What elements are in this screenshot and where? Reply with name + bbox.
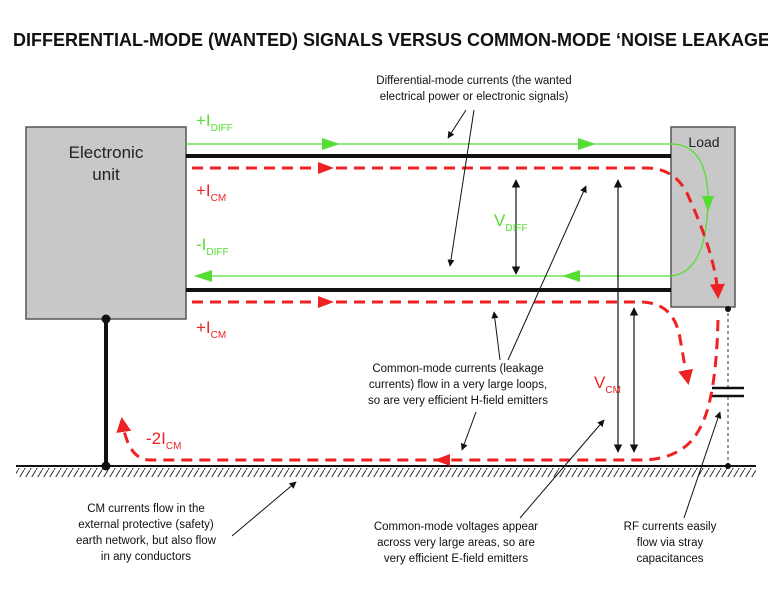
note-cmv-line2: across very large areas, so are — [377, 537, 535, 549]
note-cm-pointer-3 — [460, 411, 477, 451]
earth-hatching — [16, 468, 756, 477]
capacitance-node-top — [725, 306, 731, 312]
electronic-unit-box — [25, 126, 187, 320]
note-earth-pointer — [231, 481, 297, 537]
i-cm-bottom-label: +ICM — [196, 318, 226, 341]
diff-arrow-return-1 — [562, 270, 580, 282]
note-diff-line1: Differential-mode currents (the wanted — [376, 75, 571, 87]
i-cm-top-label: +ICM — [196, 181, 226, 204]
note-rf-line2: flow via stray — [637, 537, 704, 549]
diff-arrow-return-2 — [194, 270, 212, 282]
note-cm-line1: Common-mode currents (leakage — [372, 363, 543, 375]
note-diff-line2: electrical power or electronic signals) — [380, 91, 569, 103]
load-box — [670, 126, 736, 308]
note-earth-line4: in any conductors — [101, 551, 191, 563]
v-cm-label: VCM — [594, 373, 621, 396]
load-label: Load — [688, 134, 719, 150]
note-earth-line2: external protective (safety) — [78, 519, 214, 531]
cm-arrow-earth — [434, 454, 450, 466]
diff-arrow-forward-1 — [322, 138, 340, 150]
note-rf-line1: RF currents easily — [624, 521, 717, 533]
diagram-title: DIFFERENTIAL-MODE (WANTED) SIGNALS VERSU… — [13, 30, 768, 50]
earth-connection-node-top — [101, 314, 111, 324]
common-mode-current-loop — [116, 162, 725, 466]
note-diff-pointer-1 — [447, 109, 467, 139]
cm-arrow-bottom — [318, 296, 334, 308]
note-earth-line3: earth network, but also flow — [76, 535, 217, 547]
note-cmv-pointer — [519, 419, 605, 519]
capacitance-node-bottom — [725, 463, 731, 469]
note-cm-line2: currents) flow in a very large loops, — [369, 379, 547, 391]
note-diff-pointer-2 — [447, 109, 475, 267]
note-cm-pointer-1 — [491, 311, 501, 361]
electronic-unit-label-line1: Electronic — [69, 143, 144, 162]
note-cm-line3: so are very efficient H-field emitters — [368, 395, 548, 407]
two-i-cm-label: -2ICM — [146, 429, 181, 452]
cm-arrow-top — [318, 162, 334, 174]
cm-current-bottom-path — [192, 300, 694, 385]
cm-current-top-path — [192, 166, 725, 299]
note-cm-pointer-2 — [507, 185, 587, 361]
differential-current-loop — [186, 138, 714, 282]
i-diff-minus-label: -IDIFF — [196, 235, 229, 258]
i-diff-plus-label: +IDIFF — [196, 111, 233, 134]
note-rf-line3: capacitances — [636, 553, 703, 565]
electronic-unit-label-line2: unit — [92, 165, 120, 184]
note-cmv-line1: Common-mode voltages appear — [374, 521, 538, 533]
diff-arrow-down — [702, 196, 714, 212]
note-earth-line1: CM currents flow in the — [87, 503, 205, 515]
note-rf-pointer — [683, 411, 722, 519]
v-diff-label: VDIFF — [494, 211, 528, 234]
note-cmv-line3: very efficient E-field emitters — [384, 553, 528, 565]
diff-arrow-forward-2 — [578, 138, 596, 150]
cm-current-earth-return-path — [116, 319, 720, 462]
earth-connection-node-bottom — [101, 461, 111, 471]
